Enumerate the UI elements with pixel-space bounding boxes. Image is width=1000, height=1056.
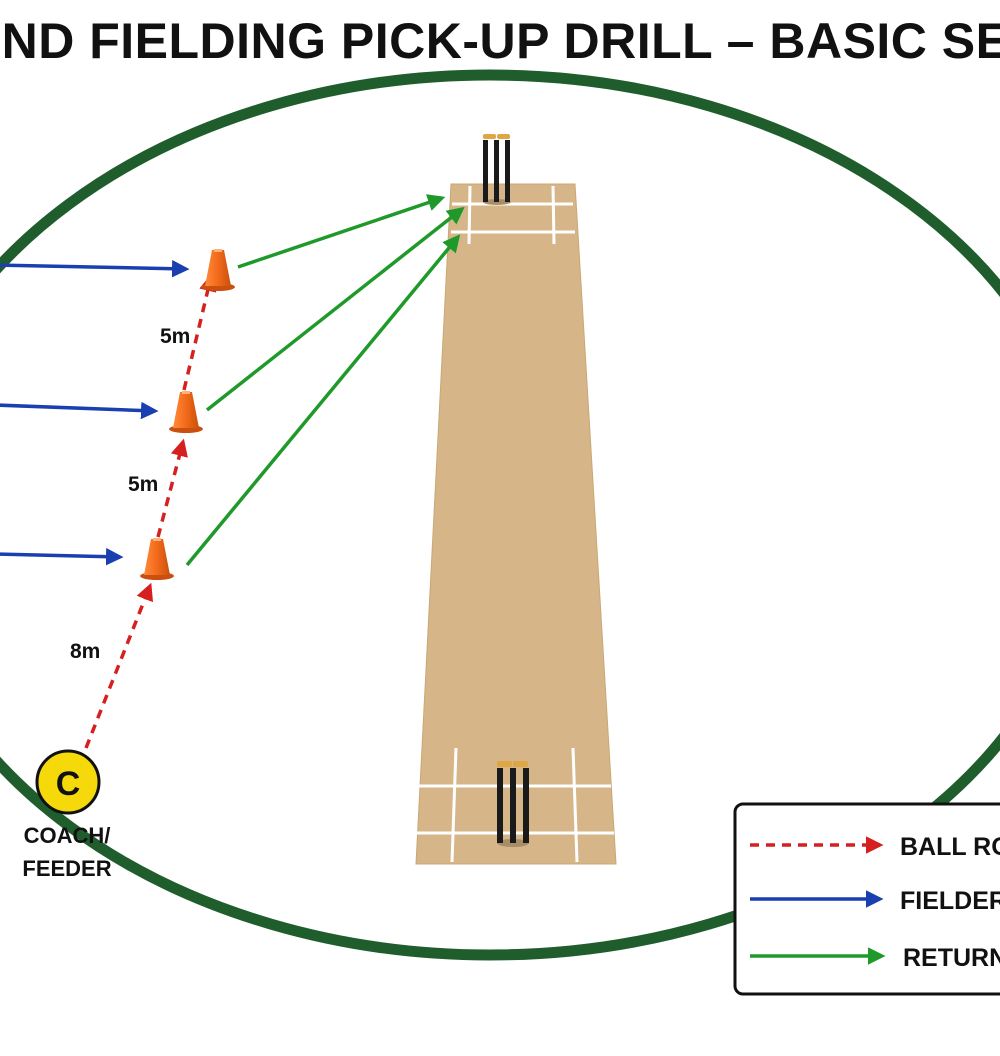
bottom-return-crease-right [571, 747, 579, 863]
fielder-run-arrow-2 [0, 401, 159, 420]
legend-ball-roll-label: BALL RO [900, 833, 1000, 861]
distance-label-1: 5m [160, 325, 190, 348]
coach-label-line1: COACH/ [24, 823, 111, 848]
top-stumps [483, 134, 511, 205]
pitch-surface [415, 183, 617, 865]
return-throw-arrow-1 [237, 194, 446, 269]
fielder-run-arrow-1 [0, 259, 190, 278]
legend-fielder-run-label: FIELDER [900, 887, 1000, 915]
return-throw-arrow-2 [205, 206, 465, 412]
cone-3 [140, 538, 174, 580]
page-title: ROUND FIELDING PICK-UP DRILL – BASIC SET… [0, 13, 1000, 69]
return-throw-arrow-3 [185, 234, 461, 567]
distance-label-2: 5m [128, 473, 158, 496]
cone-2 [169, 391, 203, 433]
distance-label-3: 8m [70, 640, 100, 663]
coach-label-line2: FEEDER [22, 856, 111, 881]
coach-marker: C [35, 749, 101, 815]
ball-roll-arrow-2 [156, 438, 188, 538]
fielder-run-arrow-3 [0, 547, 124, 566]
legend: BALL RO FIELDER RETURN [733, 802, 1000, 996]
coach-marker-letter: C [56, 765, 81, 803]
top-return-crease-right [551, 185, 556, 245]
top-return-crease-left [467, 185, 472, 245]
bottom-stumps [497, 761, 529, 847]
ball-roll-arrow-1 [84, 582, 153, 749]
legend-return-throw-label: RETURN [903, 944, 1000, 972]
ball-roll-arrow-3 [182, 273, 217, 391]
cone-1 [201, 249, 235, 291]
bottom-return-crease-left [450, 747, 458, 863]
field-boundary [0, 69, 1000, 961]
cricket-pitch [415, 183, 617, 865]
